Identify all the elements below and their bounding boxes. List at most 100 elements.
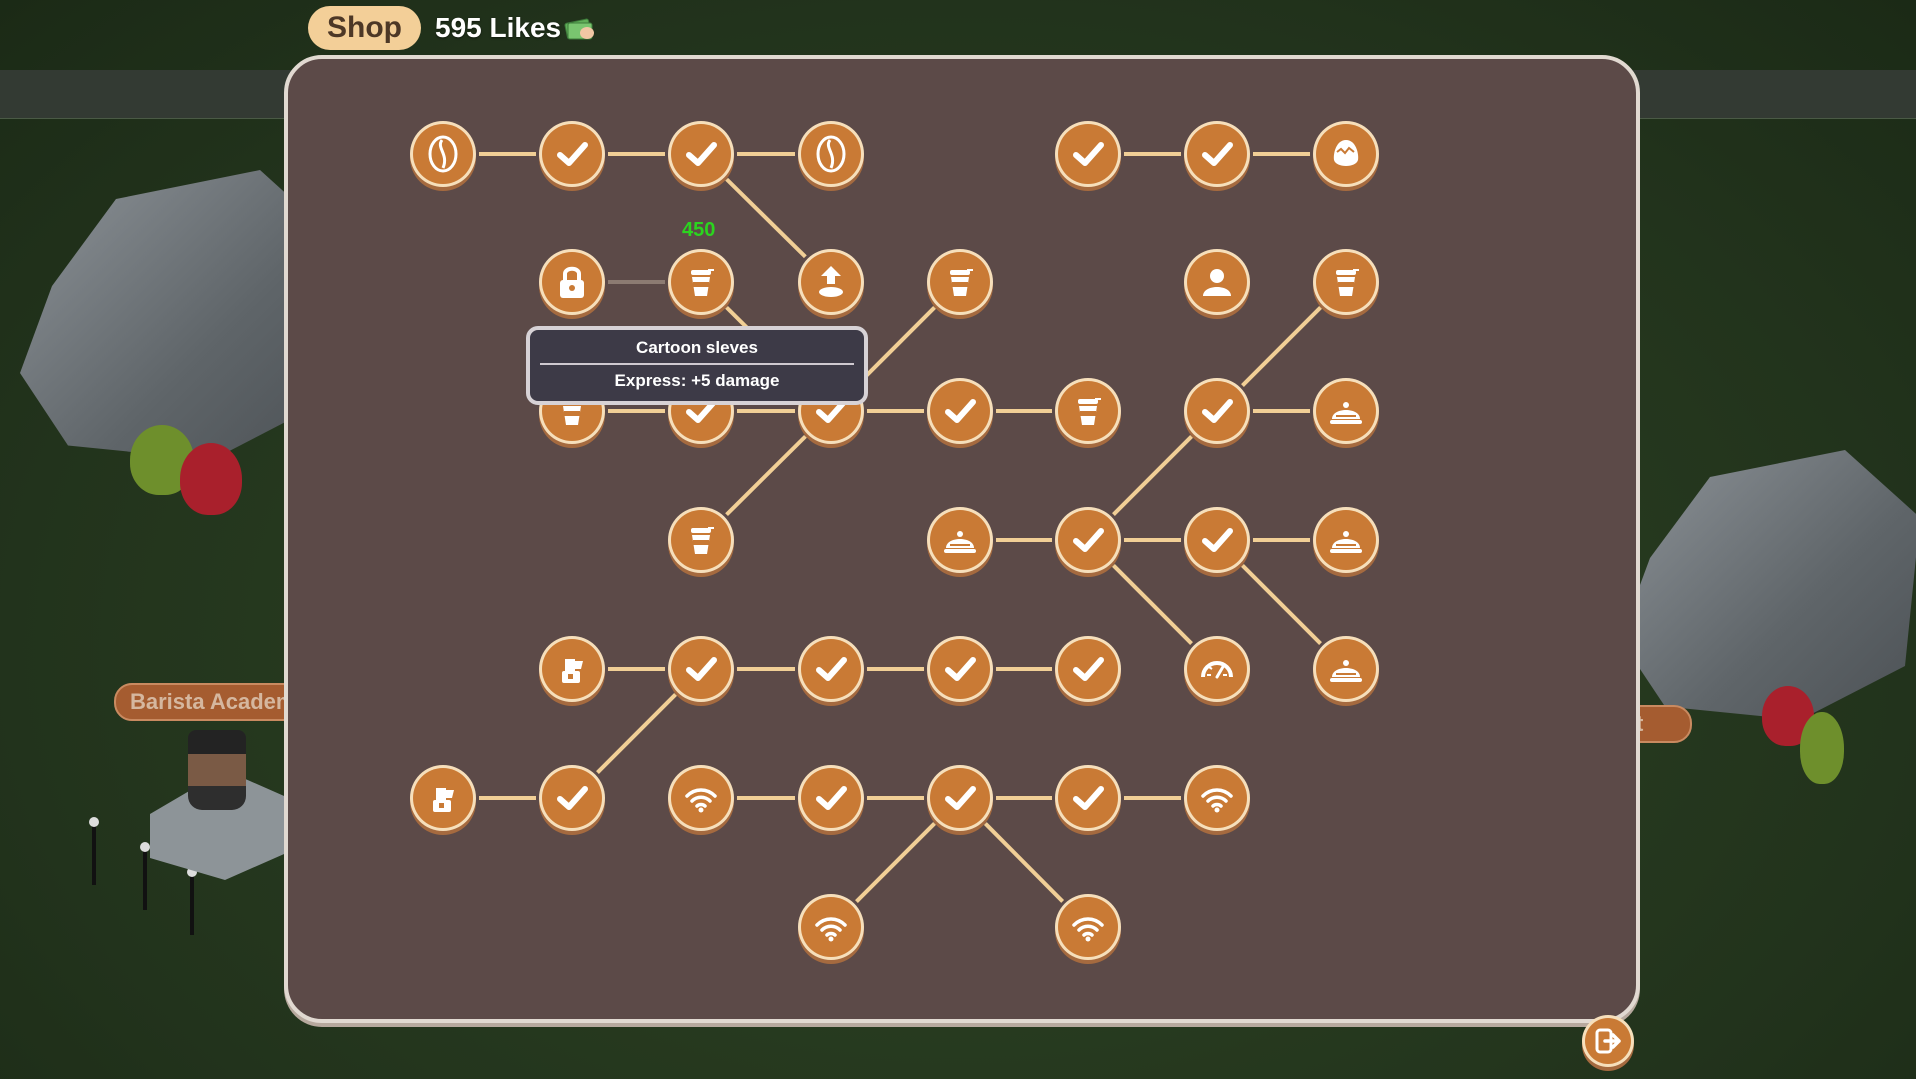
skill-node-check[interactable]: [542, 768, 602, 828]
skill-node-cup[interactable]: [930, 252, 990, 312]
connection-line: [725, 434, 807, 517]
connection-line: [1241, 306, 1322, 387]
connection-line: [855, 306, 936, 387]
checkmark-icon: [816, 657, 847, 681]
skill-node-check[interactable]: [1058, 639, 1118, 699]
checkmark-icon: [816, 399, 847, 423]
street-lamp: [89, 817, 99, 885]
street-lamp: [140, 842, 150, 910]
coffee-cup-icon: [691, 269, 714, 296]
skill-node-lock[interactable]: [542, 252, 602, 312]
skill-node-cloche[interactable]: [1316, 510, 1376, 570]
checkmark-icon: [945, 399, 976, 423]
likes-counter: 595 Likes: [435, 12, 595, 44]
skill-node-grinder[interactable]: [542, 639, 602, 699]
checkmark-icon: [945, 786, 976, 810]
coffee-cup-icon: [691, 527, 714, 554]
coffee-cup-icon: [1078, 398, 1101, 425]
skill-node-check[interactable]: [542, 124, 602, 184]
skill-node-wifi[interactable]: [1187, 768, 1247, 828]
skill-node-check[interactable]: [801, 639, 861, 699]
checkmark-icon: [1073, 528, 1104, 552]
skill-node-check[interactable]: [1187, 381, 1247, 441]
connection-line: [725, 177, 807, 259]
checkmark-icon: [1073, 657, 1104, 681]
coffee-cup-statue: [188, 730, 246, 810]
tooltip-divider: [540, 363, 854, 365]
checkmark-icon: [1073, 142, 1104, 166]
red-tree: [180, 443, 242, 515]
tooltip-title: Cartoon sleves: [636, 338, 758, 357]
connection-line: [1112, 564, 1193, 645]
exit-button[interactable]: [1585, 1018, 1631, 1064]
tooltip-description: Express: +5 damage: [614, 371, 780, 390]
skill-node-wifi[interactable]: [801, 897, 861, 957]
street-lamp: [187, 867, 197, 935]
wifi-icon: [1201, 788, 1233, 813]
skill-node-check[interactable]: [1058, 124, 1118, 184]
checkmark-icon: [557, 786, 588, 810]
skill-tree-panel: 450 Cartoon sleves Express: +5 damage: [284, 55, 1640, 1023]
checkmark-icon: [1073, 786, 1104, 810]
skill-node-cloche[interactable]: [930, 510, 990, 570]
cloche-icon: [1330, 531, 1362, 553]
connection-line: [1241, 564, 1322, 645]
cloche-icon: [944, 531, 976, 553]
skill-node-check[interactable]: [671, 639, 731, 699]
skill-node-check[interactable]: [930, 381, 990, 441]
cloche-icon: [1330, 660, 1362, 682]
grinder-icon: [562, 659, 583, 683]
skill-node-wifi[interactable]: [671, 768, 731, 828]
skill-node-check[interactable]: [671, 124, 731, 184]
skill-node-cloche[interactable]: [1316, 639, 1376, 699]
checkmark-icon: [557, 142, 588, 166]
grinder-icon: [433, 788, 454, 812]
checkmark-icon: [1202, 528, 1233, 552]
green-tree-right: [1800, 712, 1844, 784]
skill-node-cup[interactable]: [1316, 252, 1376, 312]
checkmark-icon: [816, 786, 847, 810]
skill-node-check[interactable]: [930, 639, 990, 699]
wifi-icon: [685, 788, 717, 813]
skill-node-bean[interactable]: [801, 124, 861, 184]
skill-node-user[interactable]: [1187, 252, 1247, 312]
wifi-icon: [815, 917, 847, 942]
skill-tooltip: Cartoon sleves Express: +5 damage: [526, 326, 868, 405]
skill-node-check[interactable]: [1187, 124, 1247, 184]
skill-node-grinder[interactable]: [413, 768, 473, 828]
skill-node-cup[interactable]: [671, 510, 731, 570]
skill-node-check[interactable]: [1187, 510, 1247, 570]
skill-node-pour[interactable]: [801, 252, 861, 312]
skill-node-check[interactable]: [930, 768, 990, 828]
checkmark-icon: [686, 399, 717, 423]
node-price: 450: [682, 219, 716, 241]
skill-node-cloche[interactable]: [1316, 381, 1376, 441]
checkmark-icon: [686, 142, 717, 166]
skill-node-cup[interactable]: [1058, 381, 1118, 441]
skill-node-gauge[interactable]: [1187, 639, 1247, 699]
skill-node-cup[interactable]: [671, 252, 731, 312]
checkmark-icon: [1202, 399, 1233, 423]
lock-icon: [560, 266, 584, 298]
skill-node-wifi[interactable]: [1058, 897, 1118, 957]
cloche-icon: [1330, 402, 1362, 424]
shop-button[interactable]: Shop: [308, 6, 421, 50]
pour-icon: [819, 266, 843, 297]
skill-node-egg[interactable]: [1316, 124, 1376, 184]
skill-node-check[interactable]: [1058, 510, 1118, 570]
skill-node-bean[interactable]: [413, 124, 473, 184]
coffee-cup-icon: [1336, 269, 1359, 296]
connection-line: [983, 822, 1065, 903]
checkmark-icon: [1202, 142, 1233, 166]
connection-line: [855, 822, 936, 903]
likes-text: 595 Likes: [435, 12, 562, 43]
connection-line: [1112, 435, 1193, 516]
egg-icon: [1333, 140, 1359, 166]
coffee-bean-icon: [816, 135, 846, 173]
skill-node-check[interactable]: [1058, 768, 1118, 828]
user-icon: [1203, 269, 1231, 296]
cash-icon: [564, 18, 595, 40]
checkmark-icon: [686, 657, 717, 681]
skill-node-check[interactable]: [801, 768, 861, 828]
speedometer-icon: [1201, 661, 1233, 679]
